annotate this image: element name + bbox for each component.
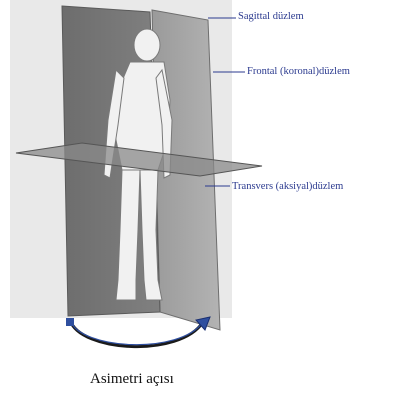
curved-arrow-icon <box>66 317 210 347</box>
asymmetry-angle-caption: Asimetri açısı <box>90 372 174 387</box>
sagittal-plane-label: Sagittal düzlem <box>238 12 304 23</box>
head <box>134 29 160 61</box>
transverse-plane-label: Transvers (aksiyal)düzlem <box>232 182 343 193</box>
frontal-plane-label: Frontal (koronal)düzlem <box>247 67 350 78</box>
